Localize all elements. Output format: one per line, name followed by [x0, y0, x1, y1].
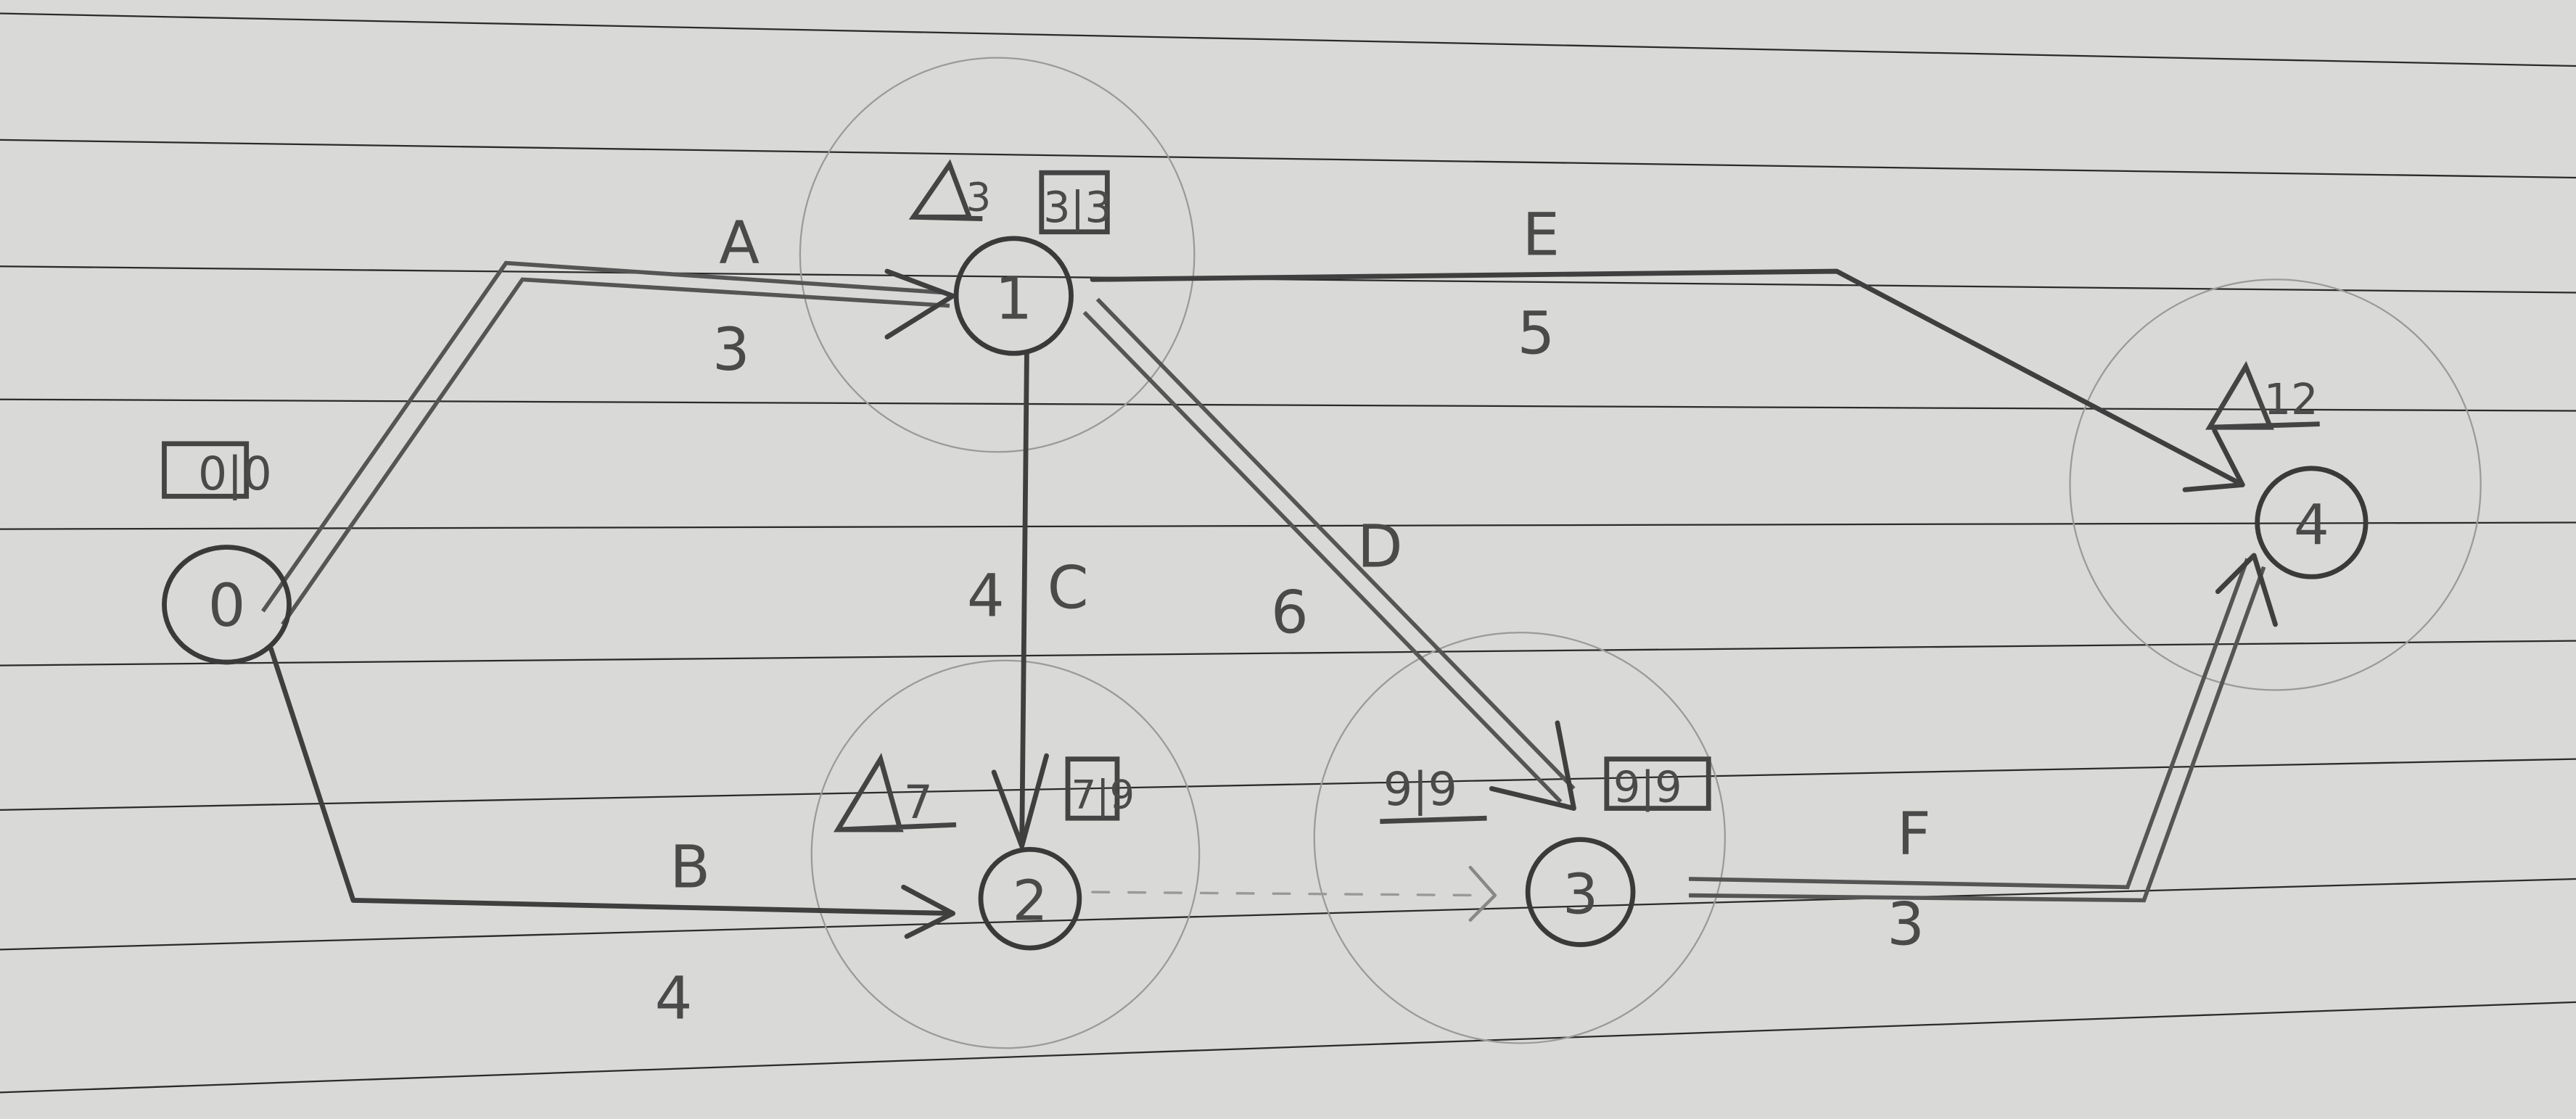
node-3-triangle: 9|9 — [1383, 762, 1457, 817]
node-4-triangle: 12 — [2264, 374, 2318, 424]
paper-rules — [0, 12, 2576, 1094]
node-2-label: 2 — [1012, 870, 1048, 934]
node-1-label: 1 — [995, 265, 1032, 334]
activity-b-duration: 4 — [655, 964, 693, 1033]
node-0-box: 0|0 — [198, 447, 272, 501]
node-1: 1 3 3|3 — [908, 159, 1112, 356]
activity-b-name: B — [670, 833, 710, 901]
node-0: 0 0|0 — [162, 441, 292, 665]
node-0-label: 0 — [208, 571, 246, 640]
activity-f-edge — [1689, 553, 2278, 903]
node-2-triangle: 7 — [904, 775, 933, 829]
activity-a-edge — [261, 260, 955, 626]
node-2: 2 7 7|9 — [833, 753, 1135, 951]
node-3-box: 9|9 — [1613, 762, 1682, 812]
activity-a-duration: 3 — [712, 315, 750, 384]
activity-d-edge — [1082, 297, 1576, 811]
activity-e-name: E — [1523, 200, 1560, 269]
node-halos — [799, 57, 2482, 1049]
node-3-label: 3 — [1563, 863, 1598, 928]
node-3: 3 9|9 9|9 — [1380, 756, 1711, 947]
node-1-triangle: 3 — [966, 174, 992, 220]
activity-b-edge — [268, 646, 955, 939]
activity-a-name: A — [719, 209, 760, 278]
node-2-box: 7|9 — [1071, 772, 1135, 819]
activity-d-name: D — [1357, 513, 1403, 582]
activity-e-edge — [1090, 268, 2245, 492]
node-4: 4 12 — [2205, 360, 2369, 579]
activity-f-duration: 3 — [1887, 891, 1925, 959]
activity-c-edge — [991, 350, 1049, 849]
activity-e-duration: 5 — [1518, 299, 1555, 368]
activity-c-name: C — [1048, 553, 1089, 622]
activity-d-duration: 6 — [1271, 578, 1309, 647]
activity-f-name: F — [1897, 800, 1931, 869]
node-4-label: 4 — [2294, 493, 2329, 558]
dummy-edge — [1091, 865, 1497, 922]
node-1-box: 3|3 — [1043, 182, 1112, 232]
activity-labels: A 3 B 4 C 4 D 6 E 5 F 3 — [655, 200, 1931, 1033]
activity-c-duration: 4 — [967, 562, 1005, 631]
